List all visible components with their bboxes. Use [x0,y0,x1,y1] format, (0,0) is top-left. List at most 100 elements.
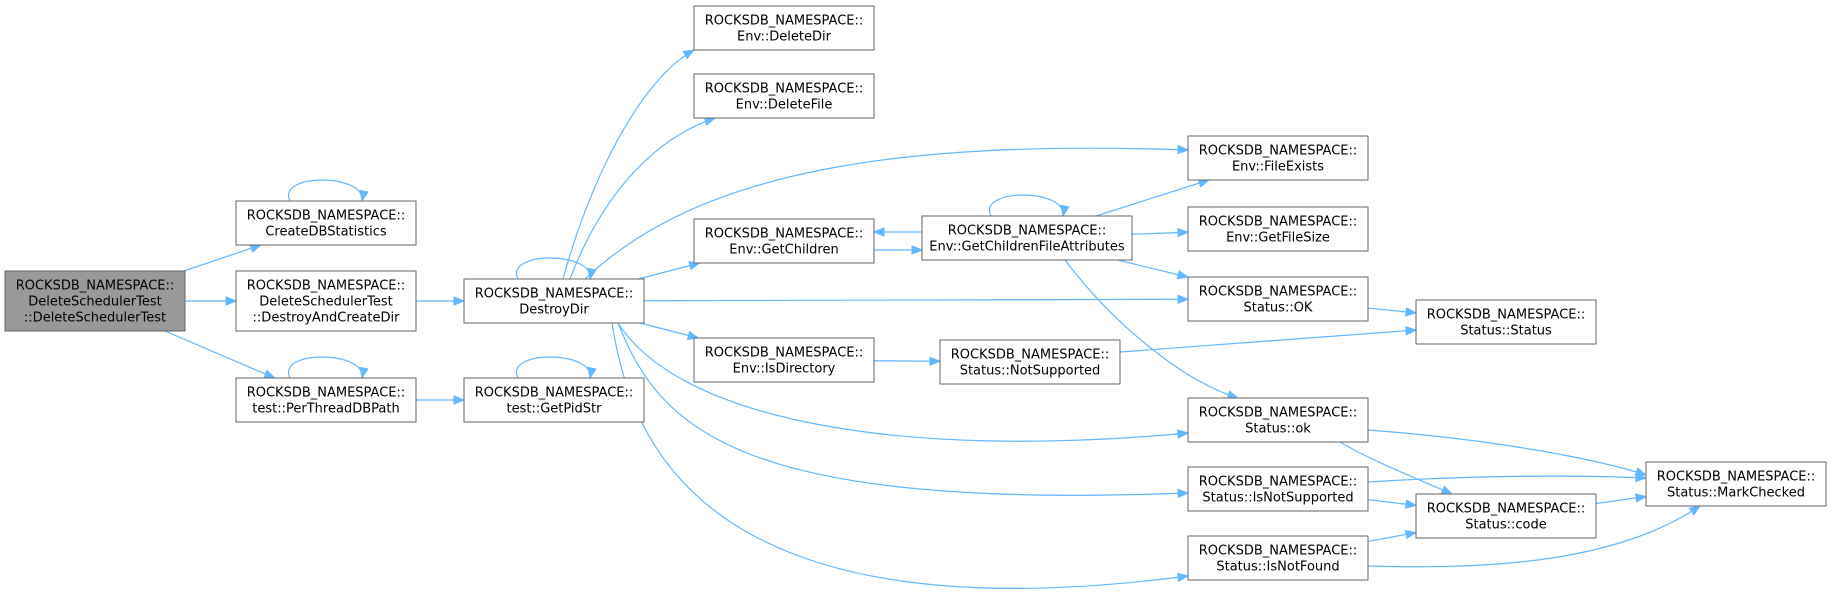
edge-line [643,298,1189,302]
node-label-line: test::PerThreadDBPath [252,402,399,417]
edge-arrowhead [453,296,466,306]
edge-destroydir-to-isdirectory [639,322,700,340]
node-label-line: Status::MarkChecked [1667,486,1805,501]
node-label-line: ROCKSDB_NAMESPACE:: [247,386,406,401]
edge-arrowhead [1177,227,1190,238]
node-box [1187,535,1369,581]
node-label-line: ROCKSDB_NAMESPACE:: [475,287,634,302]
node-destroyandcreate[interactable]: ROCKSDB_NAMESPACE::DeleteSchedulerTest::… [235,270,417,332]
edge-statusok-to-markchecked [1367,429,1648,477]
edge-arrowhead [1177,429,1190,439]
node-box [693,73,875,119]
edge-isdirectory-to-notsupported [873,356,942,366]
edge-getchildrenattr-to-getchildrenattr [988,194,1070,218]
node-box [235,200,417,246]
node-label-line: Env::GetChildren [729,243,838,258]
node-label-line: ROCKSDB_NAMESPACE:: [247,279,406,294]
node-label-line: ROCKSDB_NAMESPACE:: [1427,308,1586,323]
node-label-line: Status::IsNotSupported [1202,491,1353,506]
node-getfilesize[interactable]: ROCKSDB_NAMESPACE::Env::GetFileSize [1187,206,1369,252]
node-deletefile[interactable]: ROCKSDB_NAMESPACE::Env::DeleteFile [693,73,875,119]
node-getchildren[interactable]: ROCKSDB_NAMESPACE::Env::GetChildren [693,218,875,264]
node-getpidstr[interactable]: ROCKSDB_NAMESPACE::test::GetPidStr [463,377,645,423]
node-label-line: ROCKSDB_NAMESPACE:: [1199,215,1358,230]
node-box [1187,135,1369,181]
edge-destroydir-to-destroydir [515,257,597,281]
edge-arrowhead [1176,572,1190,583]
edge-statusok-to-code [1339,441,1454,495]
edge-isnotsupported-to-code [1367,499,1418,509]
node-root[interactable]: ROCKSDB_NAMESPACE::DeleteSchedulerTest::… [4,270,186,332]
node-deletedir[interactable]: ROCKSDB_NAMESPACE::Env::DeleteDir [693,5,875,51]
node-box [463,278,645,324]
node-fileexists[interactable]: ROCKSDB_NAMESPACE::Env::FileExists [1187,135,1369,181]
node-label-line: Status::Status [1460,324,1552,339]
node-getchildrenattr[interactable]: ROCKSDB_NAMESPACE::Env::GetChildrenFileA… [921,215,1133,261]
edge-line [638,262,700,280]
edge-line [617,322,1189,496]
node-label-line: Env::GetChildrenFileAttributes [929,240,1125,255]
node-label-line: test::GetPidStr [506,402,602,417]
edge-getpidstr-to-getpidstr [515,356,597,380]
edge-line [1367,475,1647,483]
node-label-line: Status::OK [1244,301,1313,316]
edge-destroydir-to-isnotsupported [617,322,1190,499]
node-label-line: Status::code [1465,518,1547,533]
node-box [1415,299,1597,345]
edge-arrowhead [1176,270,1190,280]
node-isdirectory[interactable]: ROCKSDB_NAMESPACE::Env::IsDirectory [693,337,875,383]
node-label-line: ::DestroyAndCreateDir [253,311,401,326]
edge-arrowhead [911,245,924,255]
node-label-line: ROCKSDB_NAMESPACE:: [1199,544,1358,559]
edge-line [515,257,591,280]
edge-arrowhead [359,366,369,380]
node-code[interactable]: ROCKSDB_NAMESPACE::Status::code [1415,493,1597,539]
node-label-line: Status::NotSupported [960,364,1101,379]
edge-isnotfound-to-markchecked [1367,505,1702,568]
edge-line [584,147,1189,280]
node-label-line: Env::GetFileSize [1226,231,1330,246]
node-box [1645,461,1827,507]
edge-notsupported-to-statusctor [1119,326,1418,353]
edge-arrowhead [1404,529,1418,540]
node-label-line: DeleteSchedulerTest [259,295,392,310]
edge-line [1367,505,1701,568]
node-isnotfound[interactable]: ROCKSDB_NAMESPACE::Status::IsNotFound [1187,535,1369,581]
node-statusOK[interactable]: ROCKSDB_NAMESPACE::Status::OK [1187,276,1369,322]
edge-line [569,117,716,280]
node-label-line: Env::FileExists [1232,160,1324,175]
node-box [921,215,1133,261]
node-isnotsupported[interactable]: ROCKSDB_NAMESPACE::Status::IsNotSupporte… [1187,466,1369,512]
edge-arrowhead [1405,307,1418,317]
node-perthread[interactable]: ROCKSDB_NAMESPACE::test::PerThreadDBPath [235,377,417,423]
edge-arrowhead [1440,485,1454,495]
node-markchecked[interactable]: ROCKSDB_NAMESPACE::Status::MarkChecked [1645,461,1827,507]
edge-line [287,179,363,202]
edge-arrowhead [225,296,238,306]
node-destroydir[interactable]: ROCKSDB_NAMESPACE::DestroyDir [463,278,645,324]
edge-destroydir-to-statusok [617,322,1190,442]
edge-arrowhead [686,330,700,340]
node-box [235,377,417,423]
node-createdbstats[interactable]: ROCKSDB_NAMESPACE::CreateDBStatistics [235,200,417,246]
edge-line [164,330,275,379]
edge-arrowhead [1177,488,1190,499]
node-label-line: ROCKSDB_NAMESPACE:: [247,209,406,224]
node-label-line: Env::IsDirectory [733,362,836,377]
edge-root-to-createdbstats [183,243,263,272]
edge-arrowhead [263,369,276,379]
node-statusctor[interactable]: ROCKSDB_NAMESPACE::Status::Status [1415,299,1597,345]
edge-line [873,360,941,362]
node-notsupported[interactable]: ROCKSDB_NAMESPACE::Status::NotSupported [939,339,1121,385]
node-label-line: ROCKSDB_NAMESPACE:: [705,14,864,29]
edge-arrowhead [682,49,696,60]
edge-getchildren-to-getchildrenattr [874,245,924,255]
edge-line [617,322,1189,442]
edge-arrowhead [1405,499,1418,509]
node-statusok[interactable]: ROCKSDB_NAMESPACE::Status::ok [1187,397,1369,443]
edge-line [183,244,262,272]
edge-destroydir-to-fileexists [584,144,1190,280]
edge-line [1119,329,1417,353]
edge-destroydir-to-statusOK [643,294,1190,305]
